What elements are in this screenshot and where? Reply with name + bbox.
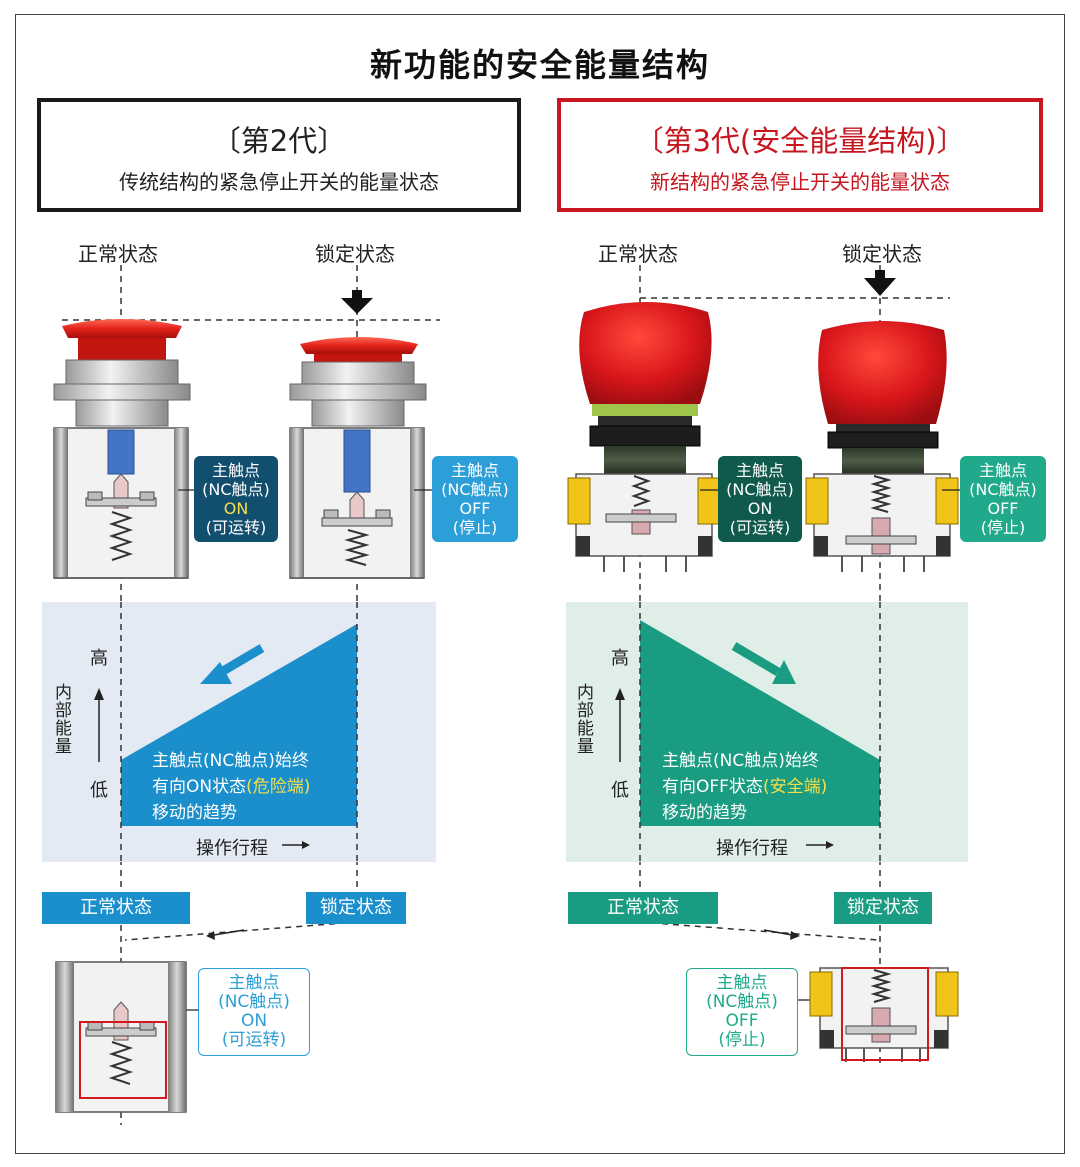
gen3-press-arrow-icon bbox=[864, 270, 896, 296]
gen2-axis-high-label: 高 bbox=[90, 648, 108, 669]
gen3-forward-arrow-icon bbox=[763, 929, 800, 940]
gen3-axis-high-label: 高 bbox=[611, 648, 629, 669]
gen2-energy-area bbox=[121, 624, 357, 826]
gen3-locked-state-label: 锁定状态 bbox=[842, 242, 922, 266]
area-text-line: 主触点(NC触点)始终 bbox=[662, 751, 819, 771]
gen3-axis-up-arrow-icon bbox=[615, 688, 625, 762]
callout-line: (可运转) bbox=[221, 1030, 287, 1050]
callout-line: (可运转) bbox=[205, 518, 267, 537]
callout-line: (停止) bbox=[452, 518, 498, 537]
gen2-return-arrow-icon bbox=[206, 929, 245, 940]
area-text-line: 移动的趋势 bbox=[152, 803, 237, 823]
gen2-bottom-contact-callout: 主触点 (NC触点) ON (可运转) bbox=[198, 968, 310, 1056]
callout-status: OFF bbox=[459, 499, 491, 518]
callout-line: 主触点 bbox=[978, 461, 1027, 480]
gen2-axis-up-arrow-icon bbox=[94, 688, 104, 762]
gen3-bottom-contact-callout: 主触点 (NC触点) OFF (停止) bbox=[686, 968, 798, 1056]
gen3-axis-name: 内部能量 bbox=[577, 683, 594, 757]
callout-line: 主触点 bbox=[211, 461, 260, 480]
callout-status: OFF bbox=[725, 1011, 759, 1031]
callout-line: (NC触点) bbox=[706, 992, 778, 1012]
danger-side-highlight: (危险端) bbox=[246, 777, 311, 797]
gen2-area-description: 主触点(NC触点)始终 有向ON状态(危险端) 移动的趋势 bbox=[152, 748, 310, 826]
callout-status: OFF bbox=[987, 499, 1019, 518]
gen2-axis-low-label: 低 bbox=[90, 780, 108, 801]
gen2-stroke-arrow-icon bbox=[282, 841, 310, 849]
gen3-header-box: 〔第3代(安全能量结构)〕 新结构的紧急停止开关的能量状态 bbox=[557, 98, 1043, 212]
area-text-line: 主触点(NC触点)始终 bbox=[152, 751, 309, 771]
gen2-locked-contact-callout: 主触点 (NC触点) OFF (停止) bbox=[432, 456, 518, 542]
gen3-heading: 〔第3代(安全能量结构)〕 bbox=[634, 124, 966, 158]
gen2-normal-state-label: 正常状态 bbox=[78, 242, 158, 266]
gen3-axis-low-label: 低 bbox=[611, 780, 629, 801]
gen2-bottom-detail-illustration bbox=[55, 961, 187, 1113]
gen3-energy-area bbox=[640, 620, 880, 826]
callout-line: (NC触点) bbox=[202, 480, 270, 499]
callout-line: 主触点 bbox=[735, 461, 784, 480]
gen3-stroke-arrow-icon bbox=[806, 841, 834, 849]
callout-line: (停止) bbox=[718, 1030, 766, 1050]
gen2-normal-contact-callout: 主触点 (NC触点) ON (可运转) bbox=[194, 456, 278, 542]
gen2-normal-state-bar: 正常状态 bbox=[42, 892, 190, 924]
gen3-locked-state-bar: 锁定状态 bbox=[834, 892, 932, 924]
gen2-subtitle: 传统结构的紧急停止开关的能量状态 bbox=[119, 170, 439, 194]
callout-line: (停止) bbox=[980, 518, 1026, 537]
callout-line: 主触点 bbox=[716, 973, 768, 993]
callout-line: (NC触点) bbox=[969, 480, 1037, 499]
gen2-locked-state-bar: 锁定状态 bbox=[306, 892, 406, 924]
gen2-press-arrow-icon bbox=[341, 290, 373, 314]
gen3-normal-contact-callout: 主触点 (NC触点) ON (可运转) bbox=[718, 456, 802, 542]
page-title: 新功能的安全能量结构 bbox=[369, 46, 710, 84]
callout-status: ON bbox=[223, 499, 249, 518]
gen2-stroke-label: 操作行程 bbox=[196, 838, 268, 859]
gen2-header-box: 〔第2代〕 传统结构的紧急停止开关的能量状态 bbox=[37, 98, 521, 212]
callout-status: ON bbox=[240, 1011, 268, 1031]
gen3-normal-switch-illustration bbox=[567, 302, 721, 572]
gen2-trend-arrow-icon bbox=[200, 644, 265, 684]
gen3-bottom-detail-illustration bbox=[809, 967, 959, 1062]
callout-line: (NC触点) bbox=[726, 480, 794, 499]
gen2-locked-switch-illustration bbox=[289, 337, 427, 579]
gen3-subtitle: 新结构的紧急停止开关的能量状态 bbox=[650, 170, 950, 194]
area-text-line: 有向OFF状态 bbox=[662, 777, 763, 797]
area-text-line: 有向ON状态 bbox=[152, 777, 247, 797]
callout-line: (可运转) bbox=[729, 518, 791, 537]
callout-status: ON bbox=[747, 499, 773, 518]
callout-line: (NC触点) bbox=[218, 992, 290, 1012]
safe-side-highlight: (安全端) bbox=[762, 777, 828, 797]
gen3-normal-state-label: 正常状态 bbox=[598, 242, 678, 266]
area-text-line: 移动的趋势 bbox=[662, 803, 747, 823]
callout-line: 主触点 bbox=[228, 973, 280, 993]
gen3-locked-contact-callout: 主触点 (NC触点) OFF (停止) bbox=[960, 456, 1046, 542]
gen2-heading: 〔第2代〕 bbox=[211, 124, 347, 158]
callout-line: (NC触点) bbox=[441, 480, 509, 499]
diagram-frame bbox=[15, 14, 1065, 1154]
gen3-trend-arrow-icon bbox=[731, 642, 796, 684]
gen2-locked-state-label: 锁定状态 bbox=[315, 242, 395, 266]
gen3-locked-switch-illustration bbox=[805, 321, 959, 572]
gen2-normal-switch-illustration bbox=[53, 319, 191, 579]
gen3-stroke-label: 操作行程 bbox=[716, 838, 788, 859]
gen3-normal-state-bar: 正常状态 bbox=[568, 892, 718, 924]
gen2-axis-name: 内部能量 bbox=[55, 683, 72, 757]
callout-line: 主触点 bbox=[450, 461, 499, 480]
gen3-area-description: 主触点(NC触点)始终 有向OFF状态(安全端) 移动的趋势 bbox=[662, 748, 827, 826]
